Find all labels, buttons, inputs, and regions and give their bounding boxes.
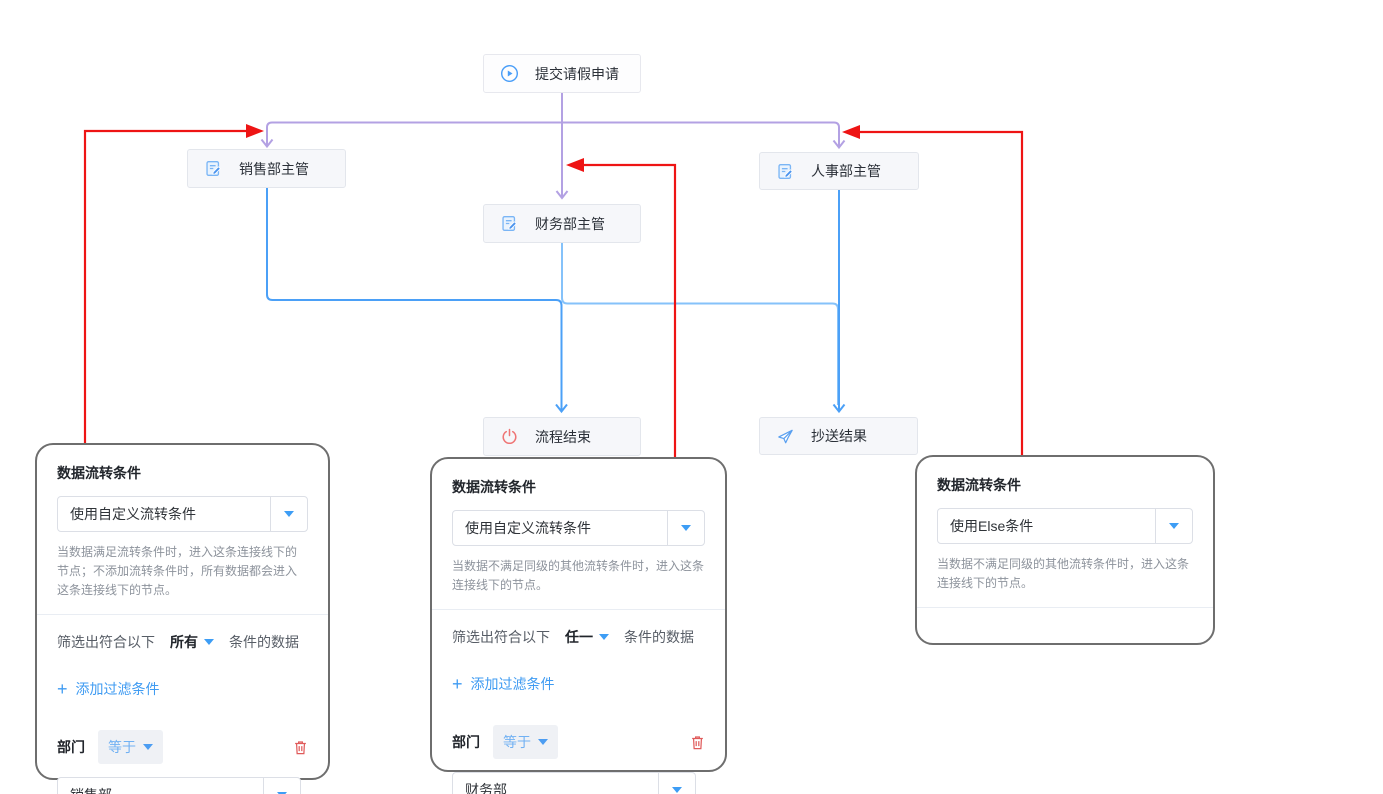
add-filter-button[interactable]: + 添加过滤条件 <box>452 674 555 694</box>
edit-doc-icon <box>775 161 795 181</box>
arrowhead-red-hr-icon <box>842 125 860 139</box>
plus-icon: + <box>57 679 68 699</box>
arrowhead-cc-icon <box>832 403 846 414</box>
filter-mode-value: 任一 <box>565 629 593 645</box>
add-filter-button[interactable]: + 添加过滤条件 <box>57 679 160 699</box>
chevron-down-icon <box>667 511 704 545</box>
arrowhead-end-icon <box>555 403 568 414</box>
condition-panel-else: 数据流转条件 使用Else条件 当数据不满足同级的其他流转条件时，进入这条连接线… <box>915 455 1215 645</box>
edge-finance-to-cc <box>561 243 839 405</box>
field-value-select[interactable]: 销售部 <box>57 777 301 794</box>
edge-panel1-to-sales <box>83 129 247 444</box>
add-filter-label: 添加过滤条件 <box>470 676 555 692</box>
node-label: 人事部主管 <box>811 163 881 179</box>
chevron-down-icon <box>263 778 300 794</box>
condition-type-value: 使用自定义流转条件 <box>465 520 591 536</box>
chevron-down-icon <box>658 773 695 794</box>
field-label: 部门 <box>452 734 480 750</box>
edge-start-branch <box>266 121 840 147</box>
condition-description: 当数据满足流转条件时，进入这条连接线下的节点；不添加流转条件时，所有数据都会进入… <box>57 545 298 597</box>
panel-title: 数据流转条件 <box>452 479 536 495</box>
send-plane-icon <box>775 426 795 446</box>
chevron-down-icon <box>143 744 153 750</box>
condition-panel-finance: 数据流转条件 使用自定义流转条件 当数据不满足同级的其他流转条件时，进入这条连接… <box>430 457 727 794</box>
node-label: 销售部主管 <box>239 160 309 177</box>
delete-condition-button[interactable] <box>293 739 308 756</box>
panel-title: 数据流转条件 <box>937 477 1021 493</box>
condition-description: 当数据不满足同级的其他流转条件时，进入这条连接线下的节点。 <box>937 557 1190 590</box>
node-hr-manager[interactable]: 人事部主管 <box>759 152 919 190</box>
chevron-down-icon <box>599 634 609 640</box>
plus-icon: + <box>452 674 463 694</box>
condition-row: 部门 等于 <box>452 725 705 759</box>
condition-description: 当数据不满足同级的其他流转条件时，进入这条连接线下的节点。 <box>452 559 705 592</box>
chevron-down-icon <box>204 639 214 645</box>
condition-type-value: 使用自定义流转条件 <box>70 506 196 522</box>
panel-divider <box>432 609 725 610</box>
edge-sales-to-end <box>266 188 563 410</box>
arrowhead-red-finance-icon <box>566 158 584 172</box>
panel-title: 数据流转条件 <box>57 465 141 481</box>
panel-divider <box>37 614 328 615</box>
operator-select[interactable]: 等于 <box>493 725 558 759</box>
arrowhead-hr-icon <box>832 139 846 150</box>
node-cc-result[interactable]: 抄送结果 <box>759 417 918 455</box>
field-value-select[interactable]: 财务部 <box>452 772 696 794</box>
filter-mode-value: 所有 <box>170 634 198 650</box>
edit-doc-icon <box>499 214 519 234</box>
condition-type-select[interactable]: 使用自定义流转条件 <box>57 496 308 532</box>
power-icon <box>499 427 519 447</box>
operator-value: 等于 <box>503 734 531 750</box>
node-start[interactable]: 提交请假申请 <box>483 54 641 93</box>
arrowhead-sales-icon <box>260 138 274 149</box>
node-label: 流程结束 <box>535 428 591 445</box>
filter-suffix: 条件的数据 <box>624 629 694 645</box>
arrowhead-red-sales-icon <box>246 124 264 138</box>
panel-divider <box>917 607 1213 608</box>
condition-type-select[interactable]: 使用自定义流转条件 <box>452 510 705 546</box>
chevron-down-icon <box>270 497 307 531</box>
filter-row: 筛选出符合以下 所有 条件的数据 <box>57 632 308 652</box>
condition-type-select[interactable]: 使用Else条件 <box>937 508 1193 544</box>
delete-condition-button[interactable] <box>690 734 705 751</box>
filter-prefix: 筛选出符合以下 <box>452 629 550 645</box>
filter-prefix: 筛选出符合以下 <box>57 634 155 650</box>
node-sales-manager[interactable]: 销售部主管 <box>187 149 346 188</box>
operator-value: 等于 <box>108 739 136 755</box>
node-finance-manager[interactable]: 财务部主管 <box>483 204 641 243</box>
node-label: 抄送结果 <box>811 428 867 444</box>
arrowhead-finance-icon <box>555 190 569 200</box>
condition-panel-sales: 数据流转条件 使用自定义流转条件 当数据满足流转条件时，进入这条连接线下的节点；… <box>35 443 330 794</box>
chevron-down-icon <box>1155 509 1192 543</box>
filter-suffix: 条件的数据 <box>229 634 299 650</box>
chevron-down-icon <box>538 739 548 745</box>
edge-panel3-to-hr <box>859 130 1024 456</box>
field-value: 财务部 <box>465 782 507 794</box>
add-filter-label: 添加过滤条件 <box>75 681 160 697</box>
filter-mode-select[interactable]: 任一 <box>565 627 609 647</box>
condition-row: 部门 等于 <box>57 730 308 764</box>
field-value: 销售部 <box>58 778 263 794</box>
condition-type-value: 使用Else条件 <box>950 518 1034 534</box>
edge-panel2-to-finance <box>583 163 677 458</box>
edit-doc-icon <box>203 159 223 179</box>
node-process-end[interactable]: 流程结束 <box>483 417 641 456</box>
filter-mode-select[interactable]: 所有 <box>170 632 214 652</box>
node-label: 财务部主管 <box>535 215 605 232</box>
operator-select[interactable]: 等于 <box>98 730 163 764</box>
field-label: 部门 <box>57 739 85 755</box>
play-circle-icon <box>499 64 519 84</box>
node-label: 提交请假申请 <box>535 65 619 82</box>
filter-row: 筛选出符合以下 任一 条件的数据 <box>452 627 705 647</box>
